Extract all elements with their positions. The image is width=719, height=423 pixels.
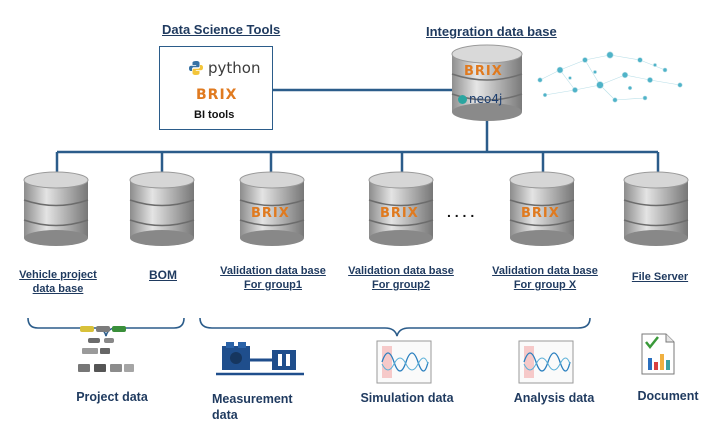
analysis-chart-icon bbox=[518, 340, 574, 384]
category-simulation-data: Simulation data bbox=[360, 391, 454, 405]
integration-brix-logo: BRIX bbox=[464, 64, 503, 79]
python-label: python bbox=[208, 59, 261, 77]
vehicle-parts-icon bbox=[70, 322, 140, 382]
data-science-toolbox: python BRIX BI tools bbox=[159, 46, 273, 130]
database-4: BRIX bbox=[367, 170, 435, 248]
brace-validation bbox=[199, 317, 591, 337]
brix-logo: BRIX bbox=[380, 206, 419, 221]
integration-database: BRIX neo4j bbox=[450, 44, 525, 122]
database-6 bbox=[622, 170, 690, 248]
database-cylinder-icon bbox=[23, 171, 89, 246]
database-cylinder-icon bbox=[239, 171, 305, 246]
brix-logo: BRIX bbox=[251, 206, 290, 221]
bi-tools-label: BI tools bbox=[194, 109, 235, 121]
network-graph-decoration bbox=[537, 51, 683, 103]
database-cylinder-icon bbox=[368, 171, 434, 246]
database-cylinder-icon bbox=[623, 171, 689, 246]
category-analysis-data: Analysis data bbox=[513, 391, 595, 405]
database-3: BRIX bbox=[238, 170, 306, 248]
document-icon bbox=[640, 332, 676, 376]
database-cylinder-icon bbox=[509, 171, 575, 246]
database-cylinder-icon bbox=[451, 44, 523, 121]
category-project-data: Project data bbox=[76, 390, 148, 404]
python-logo: python bbox=[188, 59, 260, 77]
category-document: Document bbox=[637, 389, 699, 403]
database-2 bbox=[128, 170, 196, 248]
brix-logo-toolbox: BRIX bbox=[196, 87, 238, 103]
neo4j-logo: neo4j bbox=[458, 92, 502, 106]
simulation-chart-icon bbox=[376, 340, 432, 384]
tools-title: Data Science Tools bbox=[162, 22, 281, 37]
database-1 bbox=[22, 170, 90, 248]
python-icon bbox=[189, 61, 203, 75]
brace-project bbox=[27, 317, 185, 337]
neo4j-label: neo4j bbox=[469, 92, 503, 106]
db-label-file-server: File Server bbox=[631, 271, 689, 283]
engine-test-bench-icon bbox=[216, 340, 306, 380]
db-label-bom: BOM bbox=[149, 268, 177, 282]
neo4j-icon bbox=[458, 94, 467, 104]
ellipsis: . . . . bbox=[447, 204, 475, 220]
database-cylinder-icon bbox=[129, 171, 195, 246]
database-5: BRIX bbox=[508, 170, 576, 248]
integration-title: Integration data base bbox=[426, 24, 557, 39]
brix-logo: BRIX bbox=[521, 206, 560, 221]
